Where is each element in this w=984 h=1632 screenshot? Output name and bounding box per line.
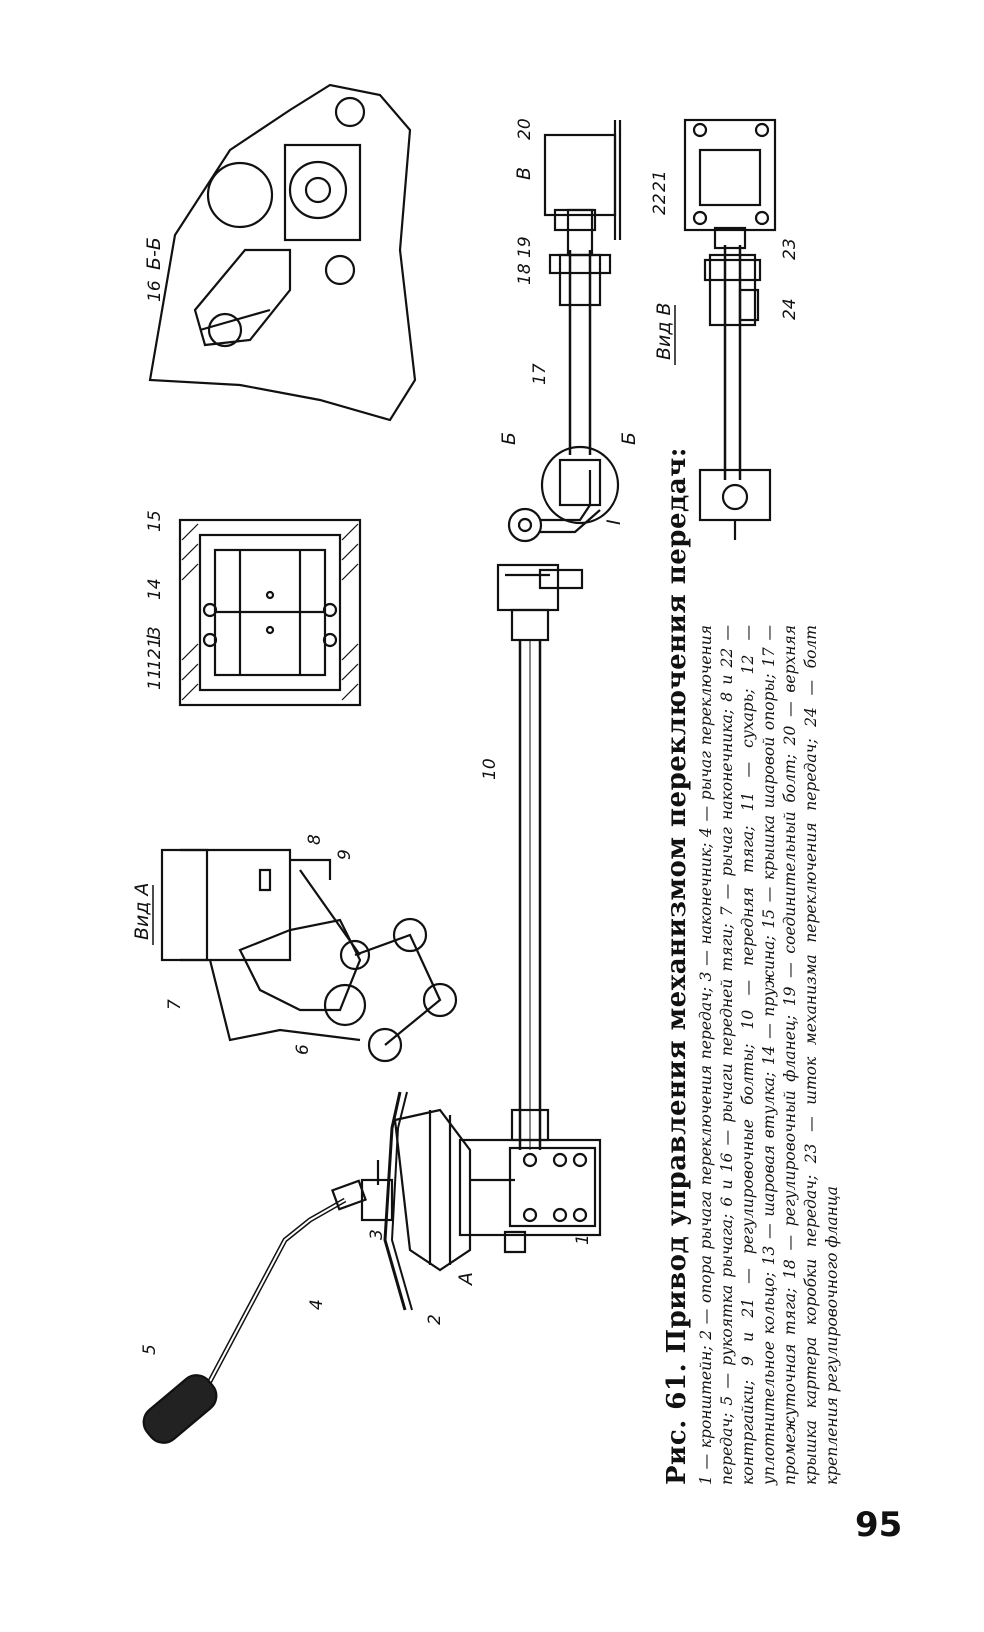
lever-knob <box>142 1374 218 1444</box>
detail-i-label-rod: I <box>603 519 625 525</box>
lever-support <box>360 1091 472 1311</box>
arrow-v-label: В <box>513 167 535 180</box>
callout-19: 19 <box>515 236 535 258</box>
callout-2: 2 <box>425 1314 445 1325</box>
callout-14: 14 <box>145 578 165 600</box>
cut-b1-label: Б <box>498 432 520 445</box>
section-bb <box>148 83 417 422</box>
caption-title: Рис. 61. Привод управления механизмом пе… <box>662 447 692 1485</box>
callout-20: 20 <box>515 118 535 140</box>
callout-16: 16 <box>145 280 165 302</box>
callout-6: 6 <box>293 1044 313 1055</box>
callout-1: 1 <box>573 1234 593 1245</box>
callout-13: 13 <box>145 626 165 648</box>
rod-joint <box>496 470 601 612</box>
callout-5: 5 <box>140 1344 160 1355</box>
detail-i-section <box>178 518 362 707</box>
callout-7: 7 <box>165 999 185 1010</box>
arrow-a-label: А <box>455 1272 477 1287</box>
detail-i-hatching <box>181 523 359 701</box>
callout-10: 10 <box>480 758 500 780</box>
callout-3: 3 <box>367 1229 387 1240</box>
gearbox-cover-20 <box>543 120 622 240</box>
view-v-assembly <box>683 118 777 540</box>
view-v-label: Вид В <box>653 302 675 360</box>
front-rod-10 <box>510 608 550 1150</box>
detail-i-label-top: I <box>143 634 165 640</box>
page-number: 95 <box>855 1505 903 1545</box>
callout-4: 4 <box>307 1299 327 1310</box>
view-a-assembly <box>160 848 458 1063</box>
callout-21: 21 <box>650 170 670 192</box>
callout-18: 18 <box>515 263 535 285</box>
cut-b2-label: Б <box>618 432 640 445</box>
callout-12: 12 <box>145 648 165 670</box>
callout-17: 17 <box>530 363 550 385</box>
caption-legend: 1 — кронштейн; 2 — опора рычага переключ… <box>697 625 841 1485</box>
callout-8: 8 <box>305 834 325 845</box>
figure-caption: Рис. 61. Привод управления механизмом пе… <box>662 447 843 1485</box>
callout-23: 23 <box>780 238 800 260</box>
view-a-label: Вид А <box>131 882 153 940</box>
callout-24: 24 <box>780 298 800 320</box>
callout-22: 22 <box>650 193 670 215</box>
callout-15: 15 <box>145 510 165 532</box>
callout-9: 9 <box>335 849 355 860</box>
callout-11: 11 <box>145 668 165 690</box>
section-bb-label: Б-Б <box>143 237 165 270</box>
intermediate-rod-17 <box>540 208 620 525</box>
